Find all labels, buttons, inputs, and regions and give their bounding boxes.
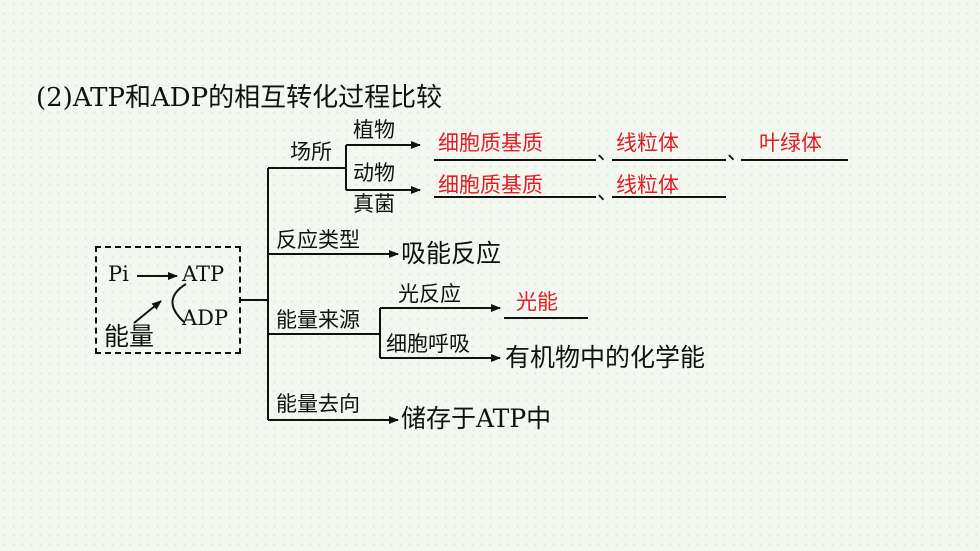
answer-animal-1: 细胞质基质 [438, 173, 543, 197]
adp-label: ADP [182, 306, 229, 330]
answer-plant-3: 叶绿体 [759, 131, 822, 155]
separator: 、 [727, 140, 748, 164]
light-reaction-label: 光反应 [398, 282, 461, 306]
energy-source-label: 能量来源 [276, 308, 360, 332]
atp-label: ATP [182, 262, 225, 286]
energy-arrow [133, 300, 162, 324]
answer-animal-2: 线粒体 [616, 173, 679, 197]
energy-label: 能量 [104, 322, 155, 351]
page-title: (2)ATP和ADP的相互转化过程比较 [36, 83, 443, 113]
reaction-type-label: 反应类型 [276, 228, 360, 252]
energy-destination-label: 能量去向 [276, 392, 360, 416]
answer-light-energy: 光能 [516, 290, 558, 314]
separator: 、 [597, 180, 618, 204]
reaction-type-value: 吸能反应 [401, 239, 502, 268]
animal-label: 动物 [353, 161, 395, 185]
energy-destination-value: 储存于ATP中 [401, 404, 552, 433]
respiration-value: 有机物中的化学能 [505, 343, 706, 372]
answer-plant-2: 线粒体 [616, 131, 679, 155]
adp-curve [171, 283, 187, 323]
reaction-box [95, 246, 241, 354]
fungi-label: 真菌 [353, 192, 395, 216]
plant-label: 植物 [353, 118, 395, 142]
respiration-label: 细胞呼吸 [386, 332, 470, 356]
location-label: 场所 [290, 140, 332, 164]
answer-plant-1: 细胞质基质 [438, 131, 543, 155]
pi-label: Pi [108, 262, 129, 286]
separator: 、 [597, 140, 618, 164]
